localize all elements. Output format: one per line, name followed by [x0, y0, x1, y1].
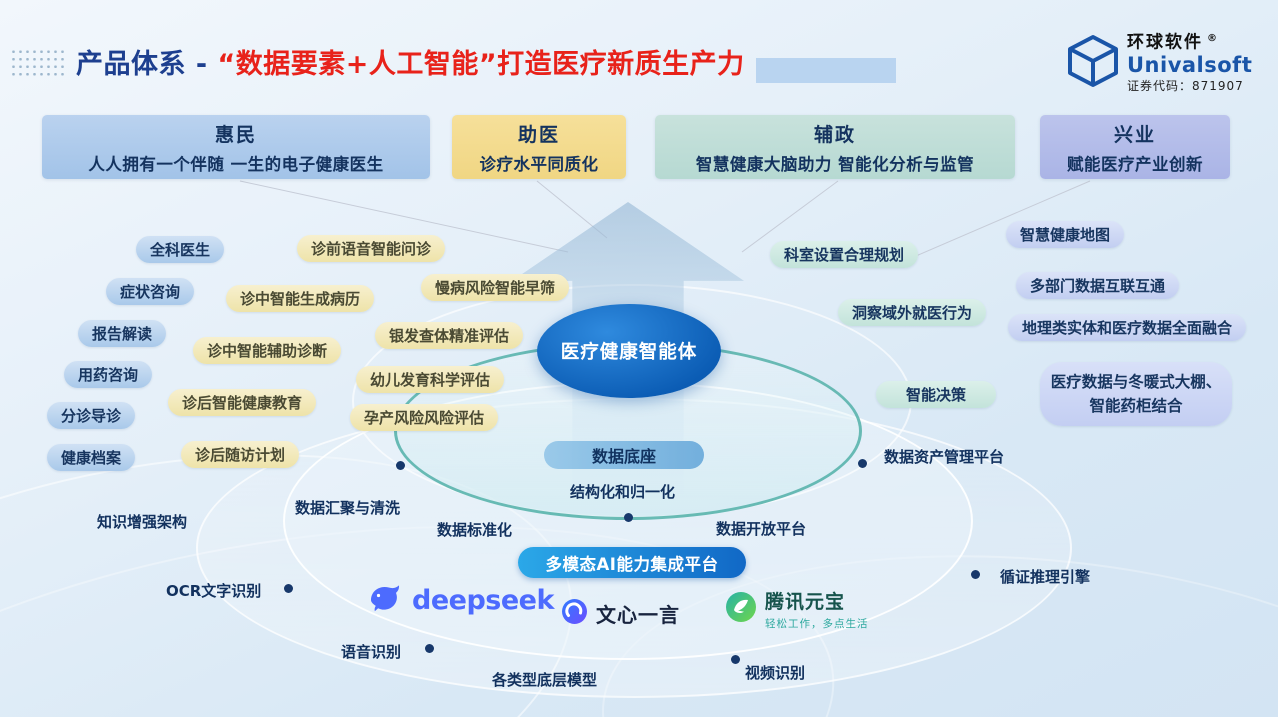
ring-dot: [971, 570, 980, 579]
header-box-zhuyi: 助医 诊疗水平同质化: [452, 115, 626, 179]
label-ocr-recognition: OCR文字识别: [166, 582, 262, 600]
label-speech-recognition: 语音识别: [341, 643, 402, 661]
multimodal-ai-platform-pill: 多模态AI能力集成平台: [518, 547, 746, 578]
data-base-pill: 数据底座: [544, 441, 704, 469]
header-box-subtitle: 诊疗水平同质化: [479, 154, 599, 174]
pill-report-interpretation: 报告解读: [78, 320, 167, 347]
company-name-en: Univalsoft: [1127, 53, 1253, 78]
pill-child-development-assessment: 幼儿发育科学评估: [356, 366, 505, 393]
pill-post-visit-health-education: 诊后智能健康教育: [168, 389, 317, 416]
company-logo: 环球软件® Univalsoft 证券代码：871907: [1066, 33, 1252, 94]
page-title-prefix: 产品体系 -: [76, 49, 218, 80]
header-box-subtitle: 人人拥有一个伴随 一生的电子健康医生: [88, 154, 384, 174]
cube-logo-icon: [1066, 33, 1120, 93]
deepseek-whale-icon: [368, 583, 404, 617]
yuanbao-icon: [725, 591, 757, 627]
header-box-huimin: 惠民 人人拥有一个伴随 一生的电子健康医生: [42, 115, 430, 179]
pill-general-practitioner: 全科医生: [136, 236, 225, 263]
label-knowledge-enhanced-architecture: 知识增强架构: [97, 513, 188, 531]
tencent-yuanbao-logo: 腾讯元宝 轻松工作，多点生活: [725, 587, 869, 631]
wenxin-wordmark: 文心一言: [596, 603, 680, 627]
label-video-recognition: 视频识别: [745, 664, 806, 682]
header-box-title: 助医: [517, 123, 560, 146]
label-base-models: 各类型底层模型: [492, 671, 598, 689]
pill-geo-medical-data-fusion: 地理类实体和医疗数据全面融合: [1008, 314, 1247, 341]
pill-out-of-region-insight: 洞察域外就医行为: [838, 299, 987, 326]
ring-dot: [858, 459, 867, 468]
label-evidence-reasoning-engine: 循证推理引擎: [1000, 568, 1091, 586]
page-title-main: “数据要素+人工智能”打造医疗新质生产力: [217, 49, 745, 80]
deepseek-wordmark: deepseek: [412, 584, 554, 616]
medical-health-agent: 医疗健康智能体: [537, 304, 721, 398]
pill-symptom-consult: 症状咨询: [106, 278, 195, 305]
pill-department-planning: 科室设置合理规划: [770, 241, 919, 268]
wenxin-yiyan-logo: 文心一言: [561, 598, 680, 629]
header-box-subtitle: 智慧健康大脑助力 智能化分析与监管: [695, 154, 975, 174]
pill-maternity-risk-assessment: 孕产风险风险评估: [350, 404, 499, 431]
pill-multi-department-data-link: 多部门数据互联互通: [1016, 272, 1180, 299]
header-box-xingye: 兴业 赋能医疗产业创新: [1040, 115, 1230, 179]
ring-dot: [624, 513, 633, 522]
pill-smart-assisted-diagnosis: 诊中智能辅助诊断: [193, 337, 342, 364]
pill-smart-medical-record: 诊中智能生成病历: [226, 285, 375, 312]
dot-grid-decoration: [10, 48, 68, 78]
header-box-title: 兴业: [1113, 123, 1156, 146]
ring-dot: [284, 584, 293, 593]
pill-intelligent-decision: 智能决策: [876, 381, 997, 408]
yuanbao-wordmark: 腾讯元宝: [765, 591, 846, 613]
page-title: 产品体系 - “数据要素+人工智能”打造医疗新质生产力: [76, 42, 745, 81]
deepseek-logo: deepseek: [368, 583, 554, 617]
title-highlight-bar: [756, 58, 896, 83]
stock-code: 证券代码：871907: [1127, 79, 1244, 94]
yuanbao-tagline: 轻松工作，多点生活: [765, 618, 869, 630]
header-box-title: 惠民: [214, 123, 257, 146]
ring-dot: [425, 644, 434, 653]
label-data-asset-management: 数据资产管理平台: [884, 448, 1005, 466]
ring-dot: [731, 655, 740, 664]
pill-chronic-disease-screening: 慢病风险智能早筛: [421, 274, 570, 301]
pill-elderly-checkup-assessment: 银发查体精准评估: [375, 322, 524, 349]
pill-smart-health-map: 智慧健康地图: [1006, 221, 1125, 248]
pill-health-record: 健康档案: [47, 444, 136, 471]
label-data-standardization: 数据标准化: [437, 521, 513, 539]
registered-mark: ®: [1207, 33, 1219, 44]
pill-triage-guide: 分诊导诊: [47, 402, 136, 429]
pill-greenhouse-smart-cabinet: 医疗数据与冬暖式大棚、智能药柜结合: [1040, 362, 1232, 427]
ring-dot: [396, 461, 405, 470]
label-data-aggregation-cleaning: 数据汇聚与清洗: [295, 499, 401, 517]
pill-follow-up-plan: 诊后随访计划: [181, 441, 300, 468]
header-box-fuzheng: 辅政 智慧健康大脑助力 智能化分析与监管: [655, 115, 1015, 179]
pill-pre-visit-voice-inquiry: 诊前语音智能问诊: [297, 235, 446, 262]
company-name-cn: 环球软件®: [1127, 32, 1219, 53]
pill-medication-consult: 用药咨询: [64, 361, 153, 388]
label-data-open-platform: 数据开放平台: [716, 520, 807, 538]
wenxin-icon: [561, 598, 588, 629]
header-box-subtitle: 赋能医疗产业创新: [1067, 154, 1203, 174]
label-structuring-normalization: 结构化和归一化: [570, 483, 676, 501]
header-box-title: 辅政: [813, 123, 856, 146]
